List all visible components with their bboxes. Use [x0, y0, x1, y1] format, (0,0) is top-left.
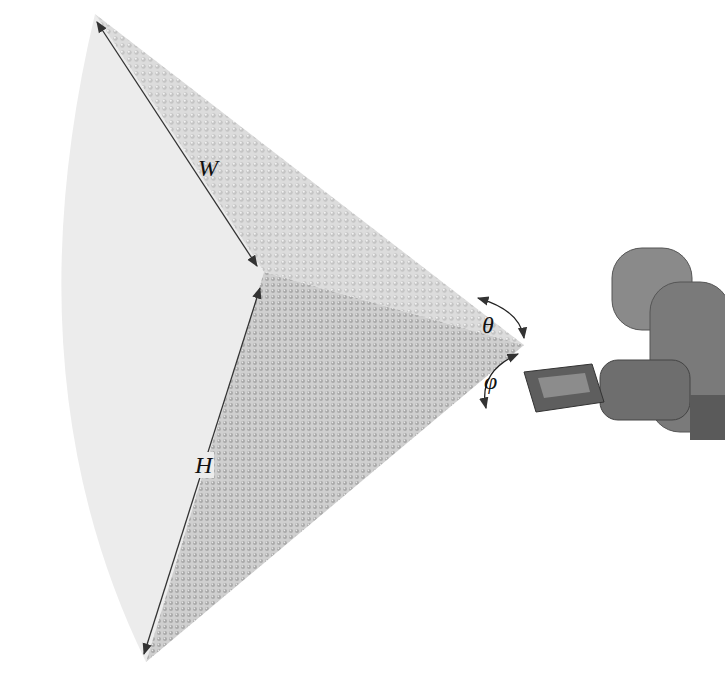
dimension-label: W — [196, 155, 220, 181]
angle-label: φ — [482, 368, 499, 394]
theta-arc — [478, 298, 524, 338]
width-dimension — [97, 22, 257, 266]
robot-arm — [524, 248, 725, 440]
height-dimension — [144, 288, 260, 654]
angle-label: θ — [480, 312, 496, 338]
dimension-label: H — [193, 452, 214, 478]
side-face — [146, 272, 524, 662]
